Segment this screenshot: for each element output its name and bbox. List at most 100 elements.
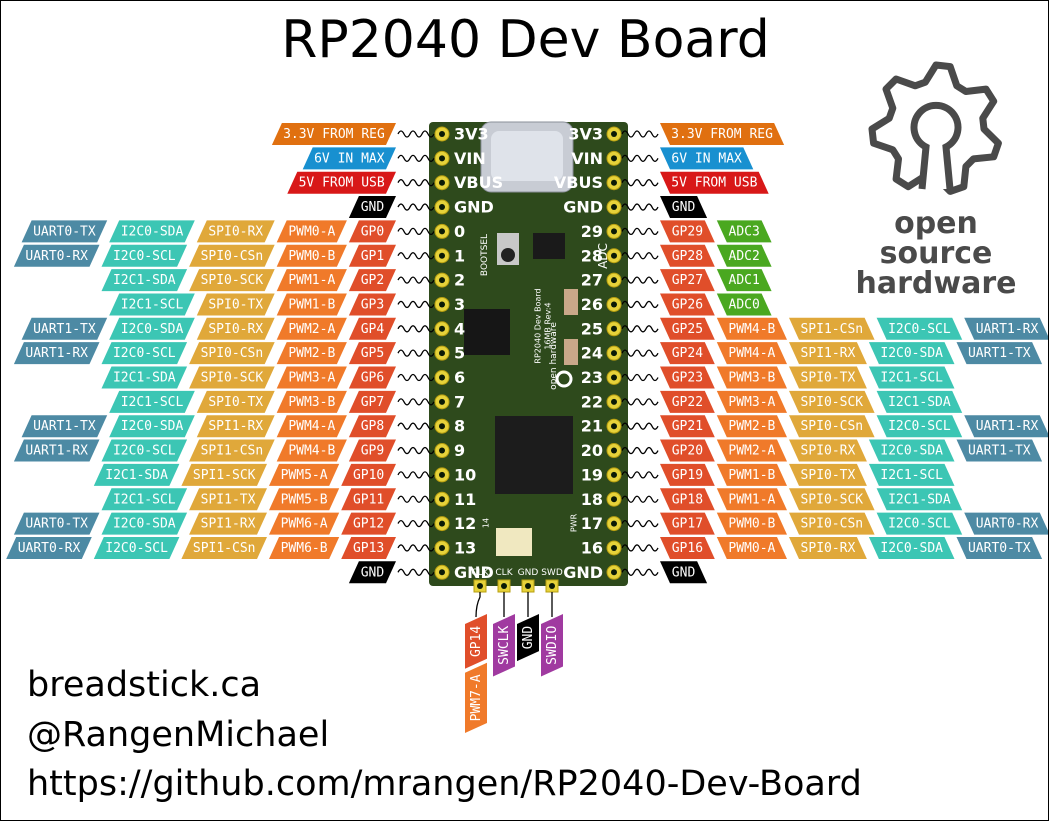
- label-shape: [956, 439, 1043, 462]
- label-text: UART1-TX: [33, 322, 96, 337]
- pin-function-label: PWM5-A: [269, 463, 340, 486]
- osh-line-2: hardware: [855, 266, 1017, 301]
- label-text: GP14: [469, 626, 484, 657]
- label-shape: [868, 463, 955, 486]
- label-text: UART0-RX: [18, 541, 81, 556]
- pin-number: 29: [581, 222, 603, 241]
- label-shape: [789, 463, 867, 486]
- pin-hole: [611, 471, 617, 478]
- pin-number: 3V3: [568, 125, 603, 144]
- pin-function-label: SPI1-RX: [189, 512, 267, 535]
- pin-number: 13: [454, 538, 476, 557]
- pin-function-label: SPI0-SCK: [189, 269, 275, 292]
- label-text: UART1-TX: [968, 444, 1031, 459]
- label-shape: [716, 488, 787, 511]
- pin-number: 18: [581, 490, 603, 509]
- pin-function-label: GND: [660, 561, 708, 584]
- pin-hole: [439, 496, 445, 503]
- label-text: SPI0-RX: [208, 322, 263, 337]
- pin-number: 17: [581, 514, 603, 533]
- pin-function-label: UART1-TX: [956, 342, 1043, 365]
- label-shape: [189, 269, 275, 292]
- label-text: GP2: [361, 273, 384, 288]
- label-shape: [348, 269, 396, 292]
- label-shape: [181, 536, 267, 559]
- label-shape: [660, 342, 715, 365]
- pin-function-label: 6V IN MAX: [660, 147, 754, 170]
- pin-hole: [611, 301, 617, 308]
- pin-number: 6: [454, 368, 465, 387]
- label-shape: [660, 366, 715, 389]
- pin-function-label: PWM4-A: [276, 415, 347, 438]
- pin-function-label: SPI1-RX: [789, 342, 867, 365]
- label-shape: [868, 342, 955, 365]
- pin-number: 8: [454, 417, 465, 436]
- pin-wire: [621, 154, 659, 162]
- label-text: 6V IN MAX: [671, 151, 742, 166]
- label-text: GP17: [672, 517, 703, 532]
- pin-hole: [611, 520, 617, 527]
- label-shape: [196, 220, 275, 243]
- label-shape: [964, 415, 1048, 438]
- pin-number: 4: [454, 319, 465, 338]
- pin-number: 19: [581, 465, 603, 484]
- label-text: 6V IN MAX: [314, 151, 385, 166]
- label-shape: [660, 536, 715, 559]
- pin-function-label: GP20: [660, 439, 715, 462]
- board-name-line-1: RP2040 Dev Board: [534, 288, 543, 363]
- label-text: PWM2-A: [728, 444, 775, 459]
- label-text: I2C0-SDA: [880, 541, 943, 556]
- pin-hole: [549, 583, 555, 589]
- label-text: GP1: [361, 249, 384, 264]
- label-text: GP4: [361, 322, 385, 337]
- pin-function-label: GND: [348, 196, 396, 219]
- label-text: I2C0-SCL: [105, 541, 168, 556]
- pin-function-label: PWM5-B: [269, 488, 340, 511]
- label-text: PWM2-B: [728, 419, 775, 434]
- label-text: PWM4-B: [288, 444, 335, 459]
- label-shape: [341, 536, 396, 559]
- pin-function-label: SPI0-TX: [196, 390, 275, 413]
- pin-hole: [477, 583, 483, 589]
- pin-hole: [439, 155, 445, 162]
- label-text: GP9: [361, 444, 384, 459]
- label-shape: [660, 390, 715, 413]
- label-text: PWM3-A: [728, 395, 775, 410]
- label-text: SPI1-RX: [801, 346, 856, 361]
- label-shape: [716, 317, 787, 340]
- pin-function-label: GP21: [660, 415, 715, 438]
- pin-wire: [397, 373, 435, 382]
- label-shape: [716, 366, 787, 389]
- label-shape: [13, 244, 100, 267]
- pin-wire: [397, 203, 435, 211]
- pin-number: GND: [563, 563, 603, 582]
- pin-function-label: PWM3-B: [716, 366, 787, 389]
- label-shape: [660, 147, 754, 170]
- label-shape: [276, 317, 347, 340]
- pin-function-label: 3.3V FROM REG: [271, 123, 396, 145]
- label-shape: [269, 512, 340, 535]
- pin-function-label: I2C0-SCL: [876, 512, 963, 535]
- label-text: ADC2: [729, 249, 760, 264]
- label-text: I2C0-SCL: [888, 419, 951, 434]
- label-text: I2C1-SCL: [880, 468, 943, 483]
- label-shape: [341, 488, 396, 511]
- label-text: I2C0-SCL: [113, 444, 176, 459]
- pin-function-label: GP7: [348, 390, 396, 413]
- label-text: GP5: [361, 346, 384, 361]
- pin-number: 1: [454, 246, 465, 265]
- pin-wire: [621, 471, 659, 479]
- label-text: UART1-RX: [25, 444, 88, 459]
- label-shape: [196, 293, 275, 316]
- pin-hole: [439, 179, 445, 186]
- pin-function-label: PWM1-B: [276, 293, 347, 316]
- label-shape: [716, 463, 787, 486]
- label-shape: [964, 317, 1048, 340]
